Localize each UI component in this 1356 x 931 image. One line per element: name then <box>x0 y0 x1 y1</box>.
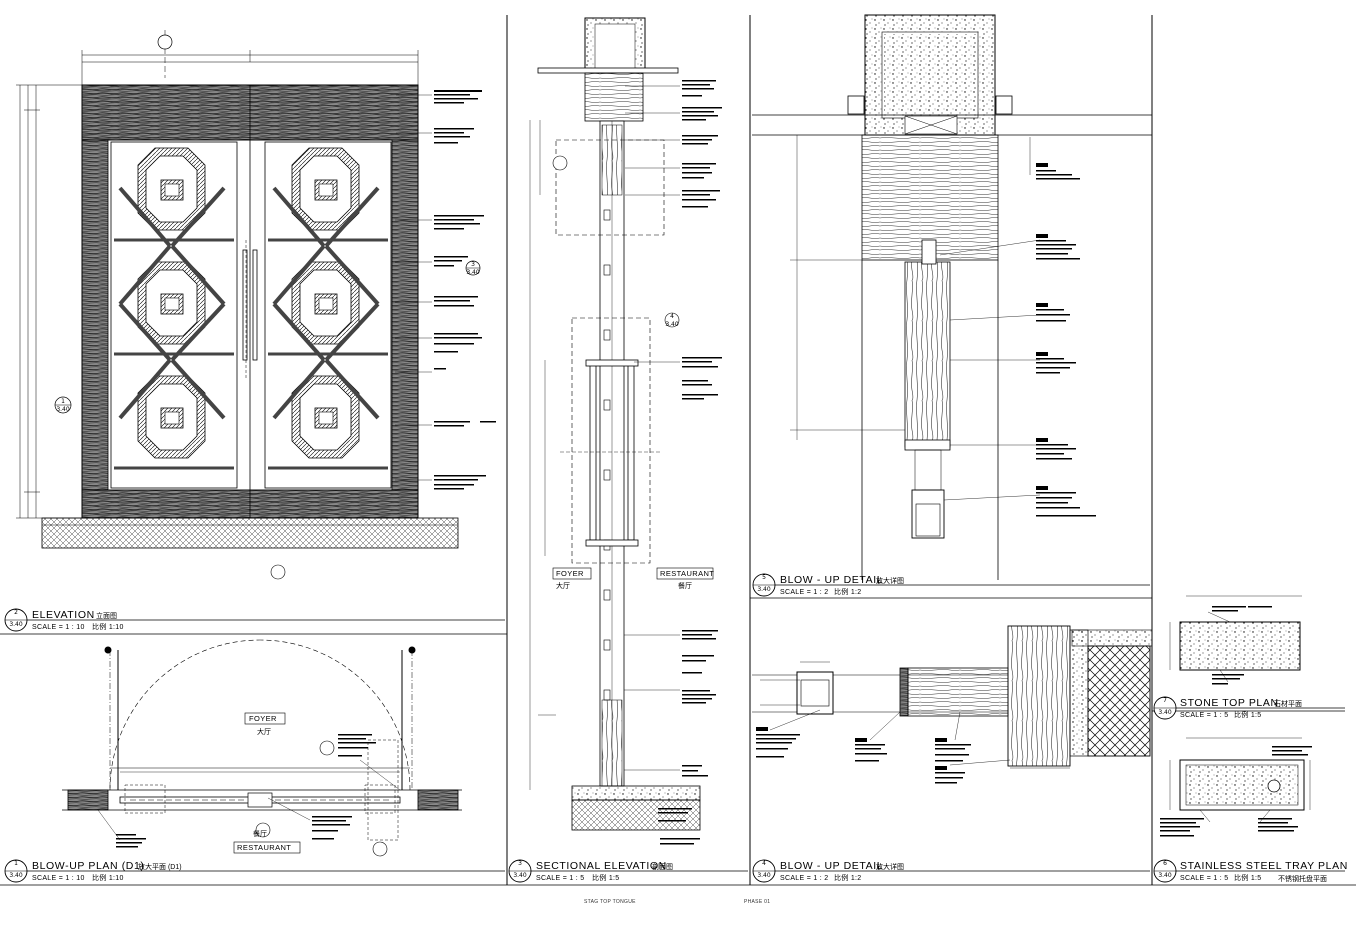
detail-4-drawing <box>752 625 1153 769</box>
steel-tray-sheet: 3.40 <box>1158 872 1172 879</box>
detail5-sheet: 3.40 <box>757 586 771 593</box>
section-marker-1-num: 1 <box>61 398 65 405</box>
blowup-plan-scale: SCALE = 1 : 10 <box>32 875 85 882</box>
elevation-number: 2 <box>14 609 18 616</box>
elevation-scale-cn: 比例 1:10 <box>92 624 124 631</box>
detail4-number: 4 <box>762 860 766 867</box>
detail5-number: 5 <box>762 574 766 581</box>
restaurant-label-plan: RESTAURANT <box>237 843 292 852</box>
sheet-frame <box>0 15 1356 886</box>
detail4-title-cn: 放大详图 <box>876 864 904 871</box>
footer-left: STAG TOP TONGUE <box>584 899 636 905</box>
detail5-scale-cn: 比例 1:2 <box>834 589 862 596</box>
section-marker-3-num: 3 <box>471 261 475 268</box>
detail-5-drawing <box>752 14 1152 580</box>
elevation-title: ELEVATION <box>32 609 95 621</box>
title-blocks <box>4 573 1345 883</box>
section-drawing <box>529 17 701 831</box>
blowup-plan-title-cn: 放大平面 (D1) <box>138 864 182 871</box>
stone-top-drawing <box>1169 595 1302 683</box>
detail4-title: BLOW - UP DETAIL <box>780 860 884 872</box>
restaurant-label-plan-cn: 餐厅 <box>253 831 267 838</box>
foyer-label-section: FOYER <box>556 569 584 578</box>
section-number: 3 <box>518 860 522 867</box>
section-marker-3-sheet: 3.40 <box>466 269 480 276</box>
elevation-sheet: 3.40 <box>9 621 23 628</box>
steel-tray-number: 6 <box>1163 860 1167 867</box>
restaurant-tag-plan <box>233 841 301 854</box>
stone-top-sheet: 3.40 <box>1158 709 1172 716</box>
foyer-label-plan: FOYER <box>249 714 277 723</box>
blowup-plan-sheet: 3.40 <box>9 872 23 879</box>
steel-tray-drawing <box>1169 737 1311 823</box>
restaurant-tag-section <box>656 567 714 580</box>
section-title: SECTIONAL ELEVATION <box>536 860 667 872</box>
section-marker-4-num: 4 <box>670 313 674 320</box>
detail4-scale-cn: 比例 1:2 <box>834 875 862 882</box>
elevation-drawing <box>16 30 496 549</box>
section-title-cn: 剖面图 <box>652 864 673 871</box>
stone-top-title: STONE TOP PLAN <box>1180 697 1279 709</box>
steel-tray-title: STAINLESS STEEL TRAY PLAN <box>1180 860 1348 872</box>
section-sheet: 3.40 <box>513 872 527 879</box>
restaurant-label-section: RESTAURANT <box>660 569 715 578</box>
stone-top-scale: SCALE = 1 : 5 <box>1180 712 1229 719</box>
stone-top-number: 7 <box>1163 697 1167 704</box>
steel-tray-scale: SCALE = 1 : 5 <box>1180 875 1229 882</box>
footer-right: PHASE 01 <box>744 899 771 905</box>
elevation-title-cn: 立面图 <box>96 613 117 620</box>
detail5-title: BLOW - UP DETAIL <box>780 574 884 586</box>
blowup-plan-number: 1 <box>14 860 18 867</box>
foyer-tag-section <box>552 567 592 580</box>
stone-top-title-cn: 石材平面 <box>1274 701 1302 708</box>
section-marker-4-sheet: 3.40 <box>665 321 679 328</box>
elevation-scale: SCALE = 1 : 10 <box>32 624 85 631</box>
blowup-plan-scale-cn: 比例 1:10 <box>92 875 124 882</box>
foyer-tag-plan <box>244 712 286 725</box>
detail4-scale: SCALE = 1 : 2 <box>780 875 829 882</box>
section-marker-1-sheet: 3.40 <box>56 406 70 413</box>
foyer-label-plan-cn: 大厅 <box>257 729 271 736</box>
steel-tray-scale-cn: 比例 1:5 <box>1234 875 1262 882</box>
section-scale-cn: 比例 1:5 <box>592 875 620 882</box>
section-scale: SCALE = 1 : 5 <box>536 875 585 882</box>
stone-top-scale-cn: 比例 1:5 <box>1234 712 1262 719</box>
restaurant-label-section-cn: 餐厅 <box>678 583 692 590</box>
detail5-scale: SCALE = 1 : 2 <box>780 589 829 596</box>
steel-tray-title-cn: 不锈钢托盘平面 <box>1278 876 1327 883</box>
detail5-title-cn: 放大详图 <box>876 578 904 585</box>
detail4-sheet: 3.40 <box>757 872 771 879</box>
foyer-label-section-cn: 大厅 <box>556 583 570 590</box>
plan-drawing <box>62 639 462 841</box>
blowup-plan-title: BLOW-UP PLAN (D1) <box>32 860 145 872</box>
